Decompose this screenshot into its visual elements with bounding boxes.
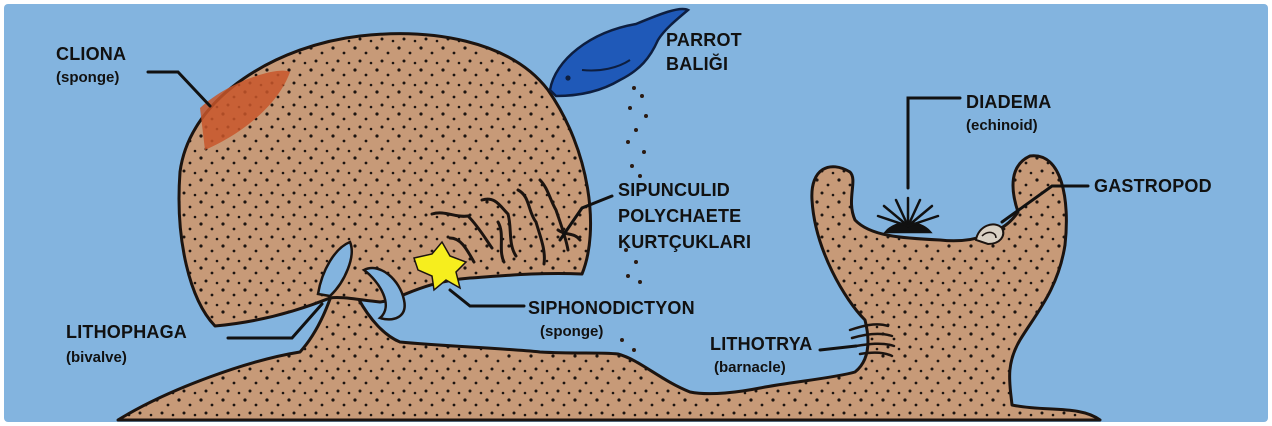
label-cliona: CLIONA <box>56 44 126 64</box>
label-sipunculid-3: KURTÇUKLARI <box>618 232 751 252</box>
label-diadema: DIADEMA <box>966 92 1051 112</box>
label-parrot-2: BALIĞI <box>666 53 728 74</box>
label-parrot-1: PARROT <box>666 30 742 50</box>
label-lithophaga-type: (bivalve) <box>66 349 127 366</box>
label-siphonodictyon-type: (sponge) <box>540 323 603 340</box>
label-siphonodictyon: SIPHONODICTYON <box>528 298 695 318</box>
label-gastropod: GASTROPOD <box>1094 176 1212 196</box>
label-lithotrya: LITHOTRYA <box>710 334 812 354</box>
label-sipunculid-1: SIPUNCULID <box>618 180 730 200</box>
label-lithophaga: LITHOPHAGA <box>66 322 187 342</box>
label-lithotrya-type: (barnacle) <box>714 359 786 376</box>
label-cliona-type: (sponge) <box>56 69 119 86</box>
label-diadema-type: (echinoid) <box>966 117 1038 134</box>
label-sipunculid-2: POLYCHAETE <box>618 206 741 226</box>
